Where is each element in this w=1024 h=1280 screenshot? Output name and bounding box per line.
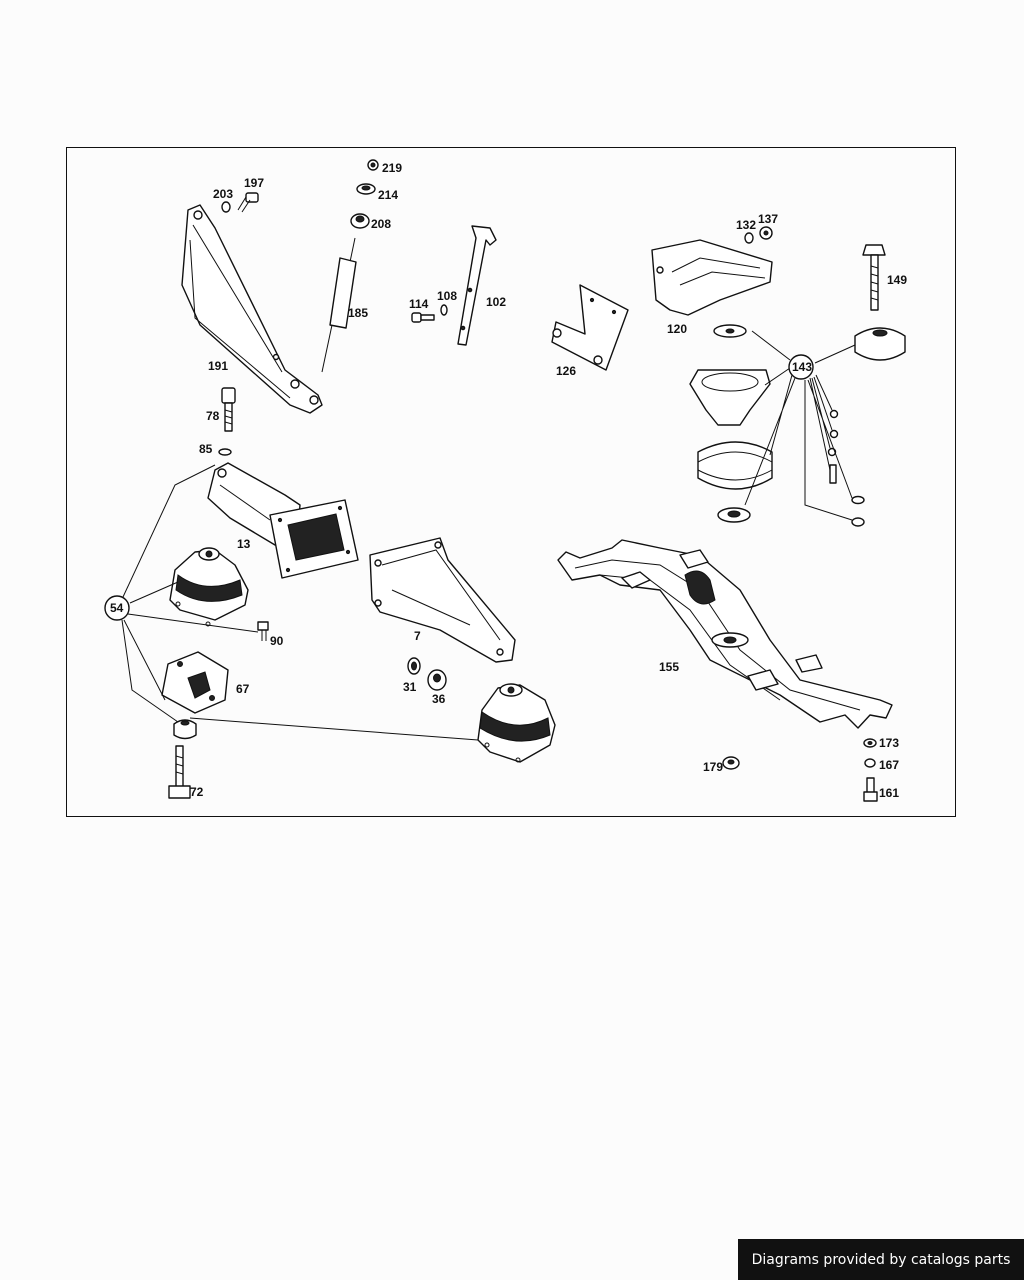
- callout-circle-143: [788, 354, 814, 380]
- nut-137: [759, 226, 773, 240]
- bushing-208: [350, 213, 370, 229]
- label-114: 114: [409, 297, 429, 311]
- bolt-72: [168, 745, 191, 799]
- nut-36: [427, 669, 447, 691]
- plate-67: [161, 651, 229, 714]
- washer-108: [440, 304, 448, 316]
- label-126: 126: [556, 364, 576, 378]
- label-191: 191: [208, 359, 228, 373]
- bolt-78: [221, 387, 236, 432]
- label-13: 13: [237, 537, 251, 551]
- leader-lines-143: [744, 330, 856, 521]
- label-155: 155: [659, 660, 679, 674]
- label-203: 203: [213, 187, 233, 201]
- washer-214: [356, 183, 376, 195]
- washer-167: [864, 758, 876, 768]
- damper-185: [321, 237, 357, 373]
- nut-179: [722, 756, 740, 770]
- washer-173: [863, 738, 877, 748]
- label-120: 120: [667, 322, 687, 336]
- clip-85: [218, 448, 232, 456]
- screw-197: [237, 192, 259, 213]
- leader-lines-54: [121, 464, 479, 741]
- washer-132: [744, 232, 754, 244]
- bolt-149: [862, 244, 886, 311]
- label-7: 7: [414, 629, 421, 643]
- label-219: 219: [382, 161, 402, 175]
- label-137: 137: [758, 212, 778, 226]
- label-149: 149: [887, 273, 907, 287]
- label-67: 67: [236, 682, 250, 696]
- washer-203: [221, 201, 231, 213]
- callout-circle-54: [104, 595, 130, 621]
- label-36: 36: [432, 692, 446, 706]
- label-167: 167: [879, 758, 899, 772]
- pin-90: [257, 621, 269, 641]
- rubber-mount-left: [169, 547, 249, 627]
- rubber-mount-center: [477, 683, 556, 763]
- label-161: 161: [879, 786, 899, 800]
- bracket-120: [651, 239, 773, 316]
- label-173: 173: [879, 736, 899, 750]
- label-72: 72: [190, 785, 204, 799]
- credit-banner: Diagrams provided by catalogs parts: [738, 1239, 1024, 1280]
- label-90: 90: [270, 634, 284, 648]
- crossmember-155: [557, 539, 893, 729]
- label-31: 31: [403, 680, 417, 694]
- label-185: 185: [348, 306, 368, 320]
- bracket-191: [181, 204, 323, 414]
- label-102: 102: [486, 295, 506, 309]
- nut-219: [367, 159, 379, 171]
- credit-text: Diagrams provided by catalogs parts: [751, 1251, 1011, 1268]
- mount-kit-143: [689, 324, 906, 527]
- washer-31: [407, 657, 421, 675]
- screw-114: [411, 312, 435, 323]
- label-108: 108: [437, 289, 457, 303]
- strap-102: [457, 225, 497, 346]
- exploded-parts-diagram: 219 214 208 185 197 203 191 78 85 114 10…: [104, 159, 907, 802]
- label-85: 85: [199, 442, 213, 456]
- label-179: 179: [703, 760, 723, 774]
- label-132: 132: [736, 218, 756, 232]
- label-54: 54: [110, 601, 124, 615]
- spacer: [173, 719, 197, 740]
- label-214: 214: [378, 188, 398, 202]
- label-143: 143: [792, 360, 812, 374]
- part-number-labels: 219 214 208 185 197 203 191 78 85 114 10…: [110, 161, 907, 800]
- bolt-161: [863, 777, 878, 802]
- label-78: 78: [206, 409, 220, 423]
- label-197: 197: [244, 176, 264, 190]
- plate-126: [551, 284, 629, 371]
- bracket-13: [207, 462, 359, 579]
- label-208: 208: [371, 217, 391, 231]
- bracket-7: [369, 537, 516, 663]
